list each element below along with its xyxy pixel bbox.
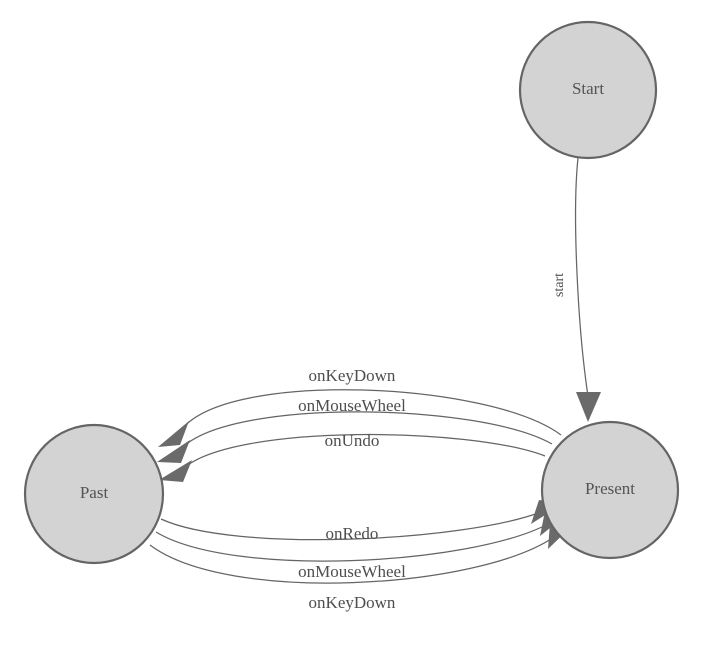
edge-present-to-past-onmousewheel-path (181, 411, 553, 449)
edge-start-to-present-label: start (552, 273, 567, 297)
node-present-circle (540, 420, 680, 560)
edge-start-to-present-path (575, 157, 589, 397)
node-present-label: Present (585, 479, 635, 498)
edge-present-to-past-onmousewheel-arrowhead (157, 440, 190, 463)
node-present[interactable]: Present (540, 420, 680, 560)
edge-past-to-present-onmousewheel-path (155, 523, 549, 562)
node-start-circle (518, 20, 658, 160)
edge-past-to-present-onredo-label: onRedo (326, 524, 379, 543)
edge-present-to-past-onmousewheel-label: onMouseWheel (298, 396, 406, 415)
edge-past-to-present-onkeydown-path (149, 536, 555, 584)
edge-present-to-past-onkeydown[interactable]: onKeyDown (158, 366, 562, 447)
edge-present-to-past-onundo[interactable]: onUndo (159, 431, 546, 482)
edge-present-to-past-onkeydown-arrowhead (158, 421, 189, 447)
node-past[interactable]: Past (23, 423, 165, 565)
edge-past-to-present-onredo[interactable]: onRedo (160, 500, 564, 543)
edge-start-to-present[interactable]: start (552, 157, 601, 422)
node-past-circle (23, 423, 165, 565)
node-start-label: Start (572, 79, 604, 98)
edge-past-to-present-onkeydown-label: onKeyDown (309, 593, 396, 612)
node-past-label: Past (80, 483, 109, 502)
node-start[interactable]: Start (518, 20, 658, 160)
edge-present-to-past-onundo-arrowhead (159, 460, 192, 482)
edge-present-to-past-onkeydown-path (181, 389, 562, 436)
edge-present-to-past-onundo-label: onUndo (325, 431, 380, 450)
edge-past-to-present-onredo-path (160, 511, 542, 541)
edge-past-to-present-onmousewheel-label: onMouseWheel (298, 562, 406, 581)
edge-start-to-present-arrowhead (576, 392, 601, 422)
edge-present-to-past-onkeydown-label: onKeyDown (309, 366, 396, 385)
edge-present-to-past-onmousewheel[interactable]: onMouseWheel (157, 396, 553, 463)
edge-present-to-past-onundo-path (183, 433, 546, 469)
